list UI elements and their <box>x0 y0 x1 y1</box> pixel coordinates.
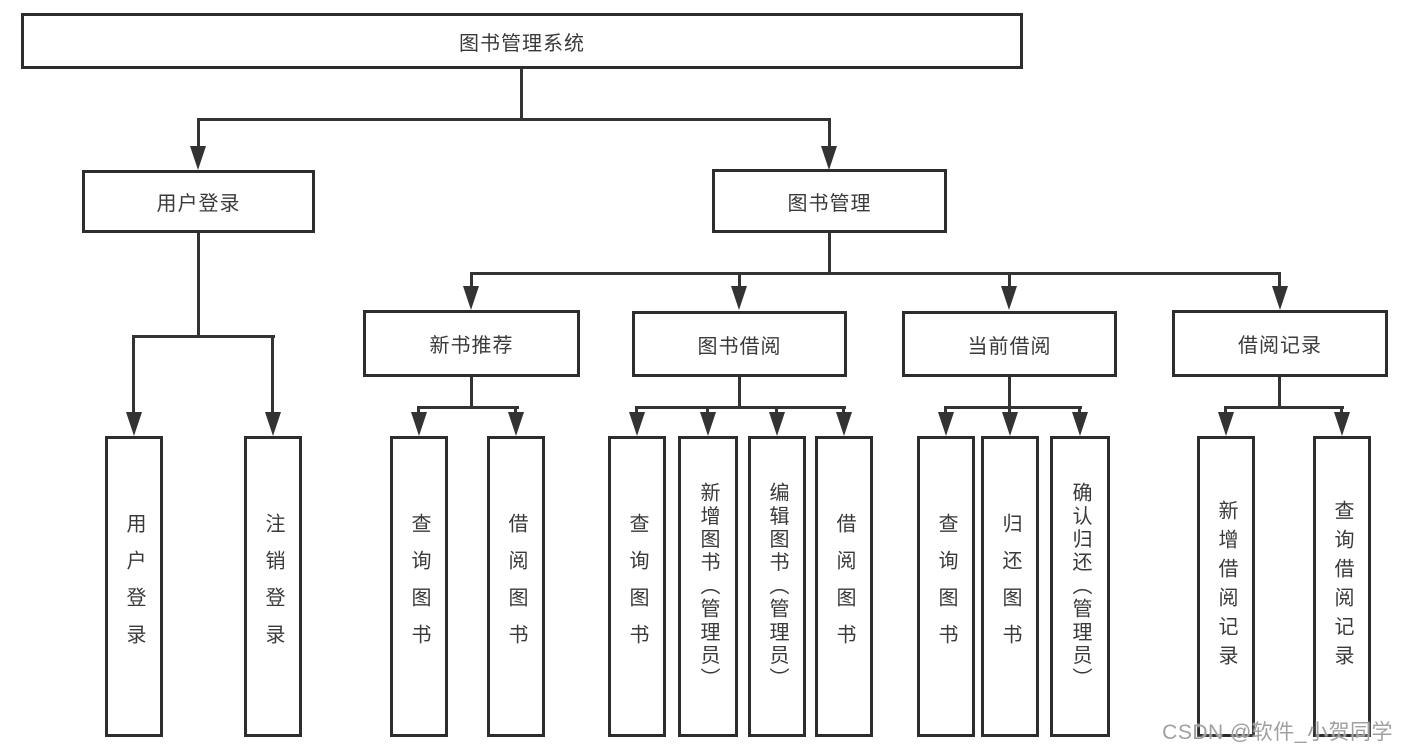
connector-drop <box>1278 272 1281 288</box>
connector-root-bar <box>197 118 831 121</box>
arrowhead-down-icon <box>1072 412 1088 436</box>
leaf-user-login: 用户登录 <box>105 436 163 737</box>
connector-drop <box>775 406 778 415</box>
connector-drop <box>470 272 473 288</box>
connector-drop <box>944 406 947 415</box>
leaf-confirm-return-admin: 确认归还（管理员） <box>1050 436 1110 737</box>
connector-drop <box>417 406 420 415</box>
node-current-borrowing: 当前借阅 <box>902 311 1117 377</box>
connector-currentborrow-stem <box>1008 377 1011 408</box>
arrowhead-down-icon <box>731 286 747 310</box>
connector-drop <box>1340 406 1343 415</box>
arrowhead-down-icon <box>126 412 142 436</box>
connector-newbook-bar <box>417 406 519 409</box>
arrowhead-down-icon <box>629 412 645 436</box>
arrowhead-down-icon <box>463 286 479 310</box>
connector-newbook-stem <box>470 377 473 408</box>
connector-drop <box>738 272 741 288</box>
connector-drop <box>1008 272 1011 288</box>
leaf-newbook-borrow-books: 借阅图书 <box>487 436 545 737</box>
leaf-borrow-query-books: 查询图书 <box>608 436 666 737</box>
node-library-system: 图书管理系统 <box>21 13 1023 69</box>
connector-bookborrow-stem <box>738 377 741 408</box>
arrowhead-down-icon <box>508 412 524 436</box>
connector-bookmgmt-stem <box>828 233 831 274</box>
arrowhead-down-icon <box>265 412 281 436</box>
arrowhead-down-icon <box>836 412 852 436</box>
connector-drop <box>1224 406 1227 415</box>
arrowhead-down-icon <box>1002 412 1018 436</box>
connector-userlogin-stem <box>197 233 200 335</box>
connector-drop <box>197 118 200 148</box>
leaf-add-books-admin: 新增图书（管理员） <box>678 436 738 737</box>
node-borrow-records: 借阅记录 <box>1172 310 1388 377</box>
csdn-watermark: CSDN @软件_小贺同学 <box>1162 721 1393 744</box>
connector-drop <box>132 335 135 415</box>
connector-drop <box>514 406 517 415</box>
arrowhead-down-icon <box>700 412 716 436</box>
node-book-management: 图书管理 <box>712 169 947 233</box>
arrowhead-down-icon <box>821 146 837 170</box>
arrowhead-down-icon <box>938 412 954 436</box>
leaf-edit-books-admin: 编辑图书（管理员） <box>748 436 806 737</box>
connector-drop <box>635 406 638 415</box>
connector-drop <box>842 406 845 415</box>
node-user-login: 用户登录 <box>82 170 315 233</box>
arrowhead-down-icon <box>1272 286 1288 310</box>
connector-userlogin-bar <box>132 335 275 338</box>
arrowhead-down-icon <box>1001 286 1017 310</box>
leaf-logout: 注销登录 <box>244 436 302 737</box>
connector-bookmgmt-bar <box>470 272 1281 275</box>
leaf-current-query-books: 查询图书 <box>917 436 975 737</box>
arrowhead-down-icon <box>1218 412 1234 436</box>
connector-drop <box>828 118 831 148</box>
leaf-query-borrow-record: 查询借阅记录 <box>1313 436 1371 737</box>
leaf-borrow-books: 借阅图书 <box>815 436 873 737</box>
leaf-add-borrow-record: 新增借阅记录 <box>1197 436 1255 737</box>
node-new-book-recommend: 新书推荐 <box>363 310 580 377</box>
connector-currentborrow-bar <box>944 406 1082 409</box>
connector-drop <box>271 335 274 415</box>
connector-drop <box>706 406 709 415</box>
arrowhead-down-icon <box>769 412 785 436</box>
connector-drop <box>1008 406 1011 415</box>
connector-bookborrow-bar <box>635 406 846 409</box>
node-book-borrowing: 图书借阅 <box>632 311 847 377</box>
connector-drop <box>1078 406 1081 415</box>
arrowhead-down-icon <box>190 146 206 170</box>
arrowhead-down-icon <box>1334 412 1350 436</box>
leaf-newbook-query-books: 查询图书 <box>390 436 448 737</box>
connector-borrowrecord-stem <box>1278 377 1281 408</box>
connector-borrowrecord-bar <box>1224 406 1344 409</box>
arrowhead-down-icon <box>411 412 427 436</box>
leaf-return-books: 归还图书 <box>981 436 1039 737</box>
connector-root-stem <box>520 68 523 118</box>
